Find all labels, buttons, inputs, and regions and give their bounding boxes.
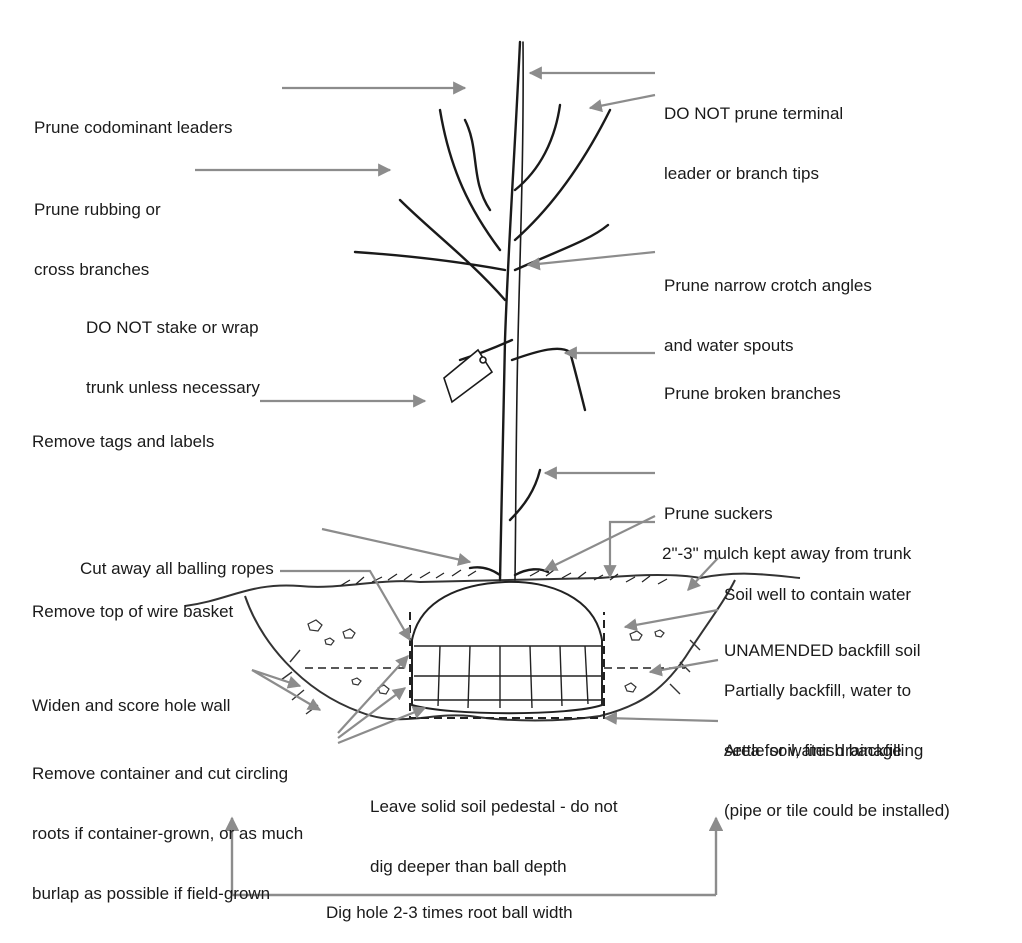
callout-arrows	[195, 66, 719, 745]
arrow-remove-basket	[280, 569, 411, 642]
planting-hole	[184, 572, 801, 722]
label-mulch: 2"-3" mulch kept away from trunk	[662, 544, 912, 563]
arrow-prune-narrow-crotch	[526, 250, 656, 271]
label-prune-codominant: Prune codominant leaders	[34, 118, 233, 137]
arrow-mulch-down	[603, 520, 655, 579]
tree	[353, 40, 612, 582]
arrow-remove-container-1	[337, 655, 409, 734]
label-prune-broken: Prune broken branches	[664, 384, 841, 403]
arrow-cut-ropes	[321, 527, 472, 566]
arrow-widen-hole-2	[251, 669, 322, 711]
label-remove-container: Remove container and cut circling roots …	[32, 764, 304, 903]
label-cut-ropes: Cut away all balling ropes	[80, 559, 274, 578]
tree-tag	[443, 348, 494, 404]
label-partially-backfill: Partially backfill, water to settle soil…	[724, 681, 924, 760]
label-do-not-stake: DO NOT stake or wrap trunk unless necess…	[86, 318, 260, 397]
arrow-terminal-tips	[588, 93, 656, 113]
label-dig-hole: Dig hole 2-3 times root ball width	[326, 903, 573, 922]
label-remove-tags: Remove tags and labels	[32, 432, 215, 451]
root-ball	[411, 580, 603, 715]
label-prune-narrow-crotch: Prune narrow crotch angles and water spo…	[664, 276, 872, 355]
label-water-drainage: Area for water drainage (pipe or tile co…	[724, 741, 950, 820]
label-unamended-backfill: UNAMENDED backfill soil	[724, 641, 921, 660]
label-remove-basket: Remove top of wire basket	[32, 602, 234, 621]
arrow-partially-backfill	[648, 658, 719, 677]
label-do-not-prune-terminal: DO NOT prune terminal leader or branch t…	[664, 104, 844, 183]
arrow-widen-hole	[251, 668, 302, 689]
soil-clods	[307, 619, 665, 695]
label-prune-suckers: Prune suckers	[664, 504, 773, 523]
arrow-remove-container-2	[337, 687, 407, 739]
arrow-soil-well	[687, 557, 719, 591]
label-prune-rubbing: Prune rubbing or cross branches	[34, 200, 161, 279]
arrow-unamended	[623, 608, 719, 632]
label-widen-hole: Widen and score hole wall	[32, 696, 231, 715]
label-soil-well: Soil well to contain water	[724, 585, 912, 604]
arrow-remove-container-3	[337, 706, 427, 745]
arrow-mulch	[543, 515, 656, 571]
tree-planting-diagram	[184, 40, 801, 897]
label-leave-pedestal: Leave solid soil pedestal - do not dig d…	[370, 797, 618, 876]
arrow-water-drainage	[603, 711, 719, 725]
